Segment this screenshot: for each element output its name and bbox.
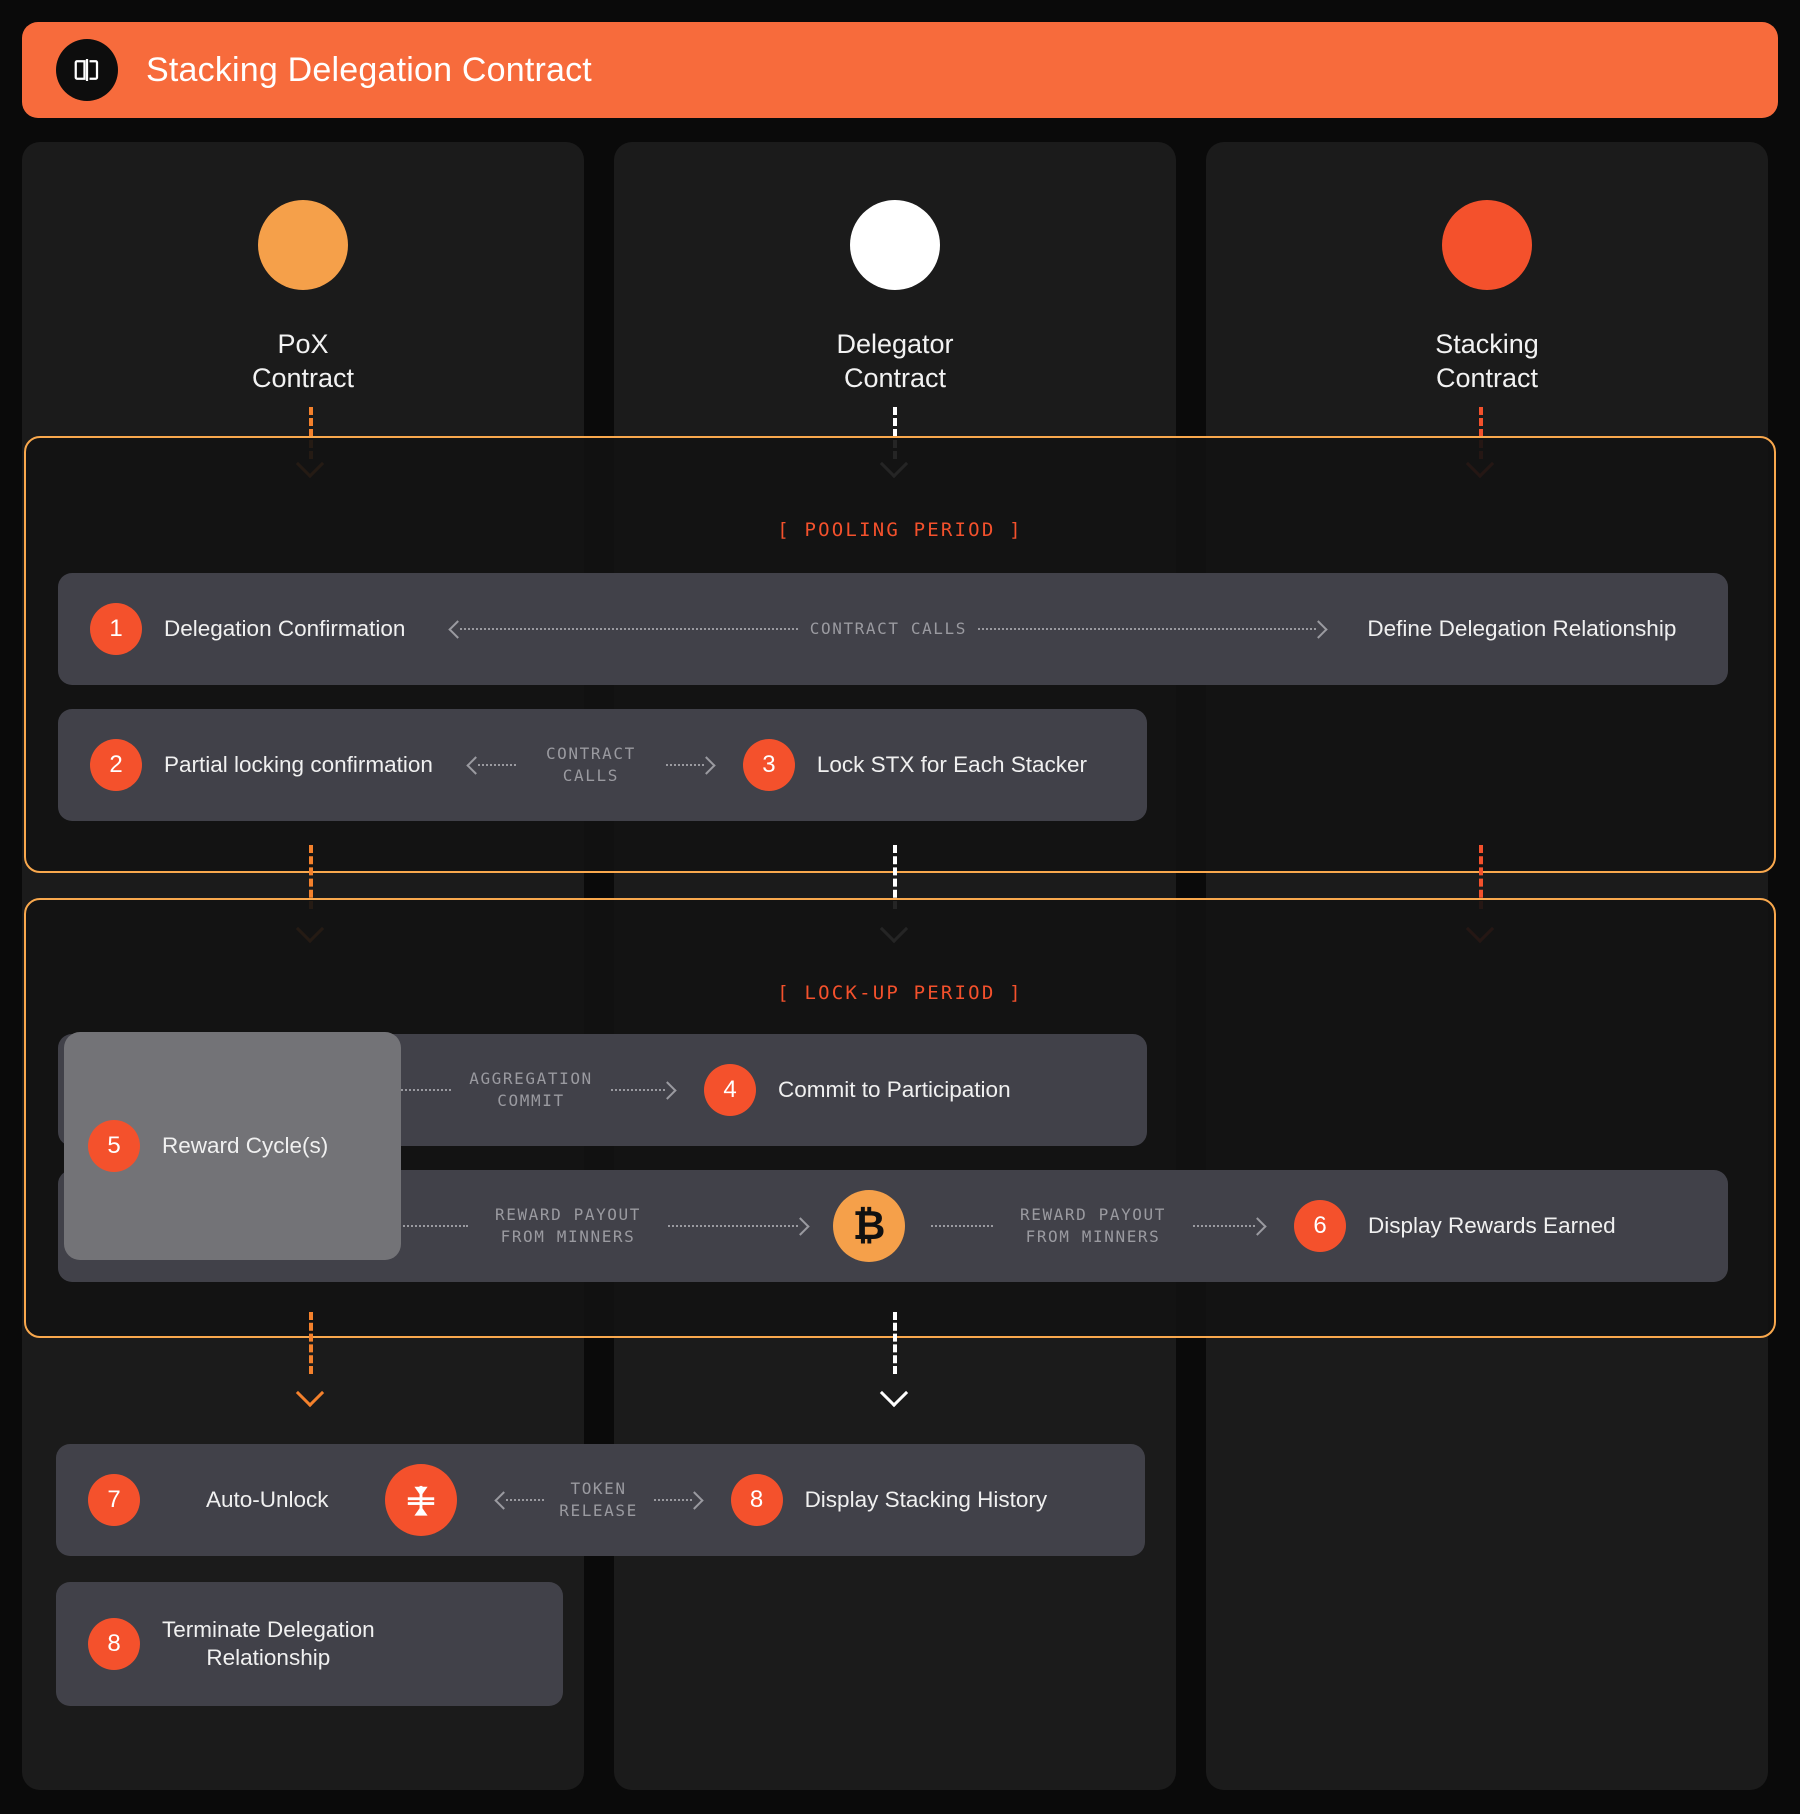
chevron-right-icon (697, 755, 716, 775)
step-row-8[interactable]: 8 Terminate Delegation Relationship (56, 1582, 563, 1706)
step-badge-1: 1 (90, 603, 142, 655)
lifeline-pox-c (309, 1312, 313, 1374)
step-badge-8-history: 8 (730, 1474, 783, 1526)
stacks-stx-icon (384, 1464, 457, 1536)
chevron-left-icon (466, 755, 485, 775)
step-label-partial-locking-confirmation: Partial locking confirmation (164, 751, 433, 777)
step-badge-3: 3 (742, 739, 795, 791)
chevron-right-icon (791, 1216, 810, 1236)
lifeline-delegator-c (893, 1312, 897, 1374)
connector-contract-calls-1: CONTRACT CALLS (448, 618, 1329, 640)
dotted-line (397, 1089, 451, 1091)
dotted-line (388, 1225, 468, 1227)
connector-reward-payout-left: REWARD PAYOUT FROM MINNERS (388, 1204, 810, 1247)
lifeline-delegator-b (893, 845, 897, 909)
phase-pooling-period: [ POOLING PERIOD ] 1 Delegation Confirma… (24, 436, 1776, 873)
column-header-stacking: Stacking Contract (1206, 200, 1768, 396)
column-header-pox: PoX Contract (22, 200, 584, 396)
stacks-glyph (407, 1485, 434, 1516)
step-label-commit-to-participation: Commit to Participation (778, 1076, 1011, 1102)
pox-contract-avatar (258, 200, 348, 290)
connector-contract-calls-2: CONTRACT CALLS (466, 743, 716, 786)
page-title: Stacking Delegation Contract (146, 50, 592, 89)
step-badge-4: 4 (704, 1064, 756, 1116)
step-row-1[interactable]: 1 Delegation Confirmation CONTRACT CALLS… (58, 573, 1728, 685)
step-label-display-stacking-history: Display Stacking History (804, 1486, 1048, 1512)
step-label-reward-cycles: Reward Cycle(s) (162, 1132, 329, 1158)
connector-label-contract-calls-1: CONTRACT CALLS (809, 619, 968, 639)
chevron-left-icon (493, 1490, 513, 1510)
chevron-right-icon (1309, 619, 1329, 639)
chevron-right-icon (684, 1490, 704, 1510)
lifeline-stacking-b (1479, 845, 1483, 909)
step-badge-8-terminate: 8 (88, 1618, 140, 1670)
step-label-delegation-confirmation: Delegation Confirmation (164, 615, 406, 641)
step-label-lock-stx-for-each-stacker: Lock STX for Each Stacker (816, 751, 1087, 777)
step-row-7[interactable]: 7 Auto-Unlock TOKEN RELEASE 8 Display St… (56, 1444, 1145, 1556)
page-header: Stacking Delegation Contract (22, 22, 1778, 118)
step-row-5-reward-cycles[interactable]: 5 Reward Cycle(s) (64, 1032, 401, 1260)
connector-label-token-release: TOKEN RELEASE (559, 1479, 638, 1520)
dotted-line (978, 628, 1317, 630)
step-label-define-delegation-relationship: Define Delegation Relationship (1367, 615, 1677, 641)
lifeline-delegator-a (893, 407, 897, 459)
lifeline-stacking-a (1479, 407, 1483, 459)
dotted-line (460, 628, 799, 630)
step-label-terminate-delegation-relationship: Terminate Delegation Relationship (162, 1616, 375, 1670)
connector-token-release: TOKEN RELEASE (493, 1478, 704, 1521)
step-badge-6: 6 (1294, 1200, 1346, 1252)
connector-label-aggregation-commit: AGGREGATION COMMIT (469, 1069, 593, 1110)
step-label-auto-unlock: Auto-Unlock (206, 1486, 329, 1512)
chevron-right-icon (658, 1080, 677, 1100)
chevron-left-icon (448, 619, 468, 639)
dotted-line (611, 1089, 665, 1091)
column-header-delegator: Delegator Contract (614, 200, 1176, 396)
chevron-right-icon (1248, 1216, 1267, 1236)
dotted-line (505, 1499, 544, 1501)
column-title-pox: PoX Contract (251, 329, 355, 393)
step-row-2[interactable]: 2 Partial locking confirmation CONTRACT … (58, 709, 1147, 821)
stacking-contract-avatar (1442, 200, 1532, 290)
bitcoin-glyph: ₿ (852, 1203, 886, 1249)
column-title-stacking: Stacking Contract (1435, 329, 1539, 393)
connector-reward-payout-right: REWARD PAYOUT FROM MINNERS (931, 1204, 1267, 1247)
connector-aggregation-commit: AGGREGATION COMMIT (385, 1068, 677, 1111)
bitcoin-icon: ₿ (833, 1190, 905, 1262)
contract-split-icon (56, 39, 118, 101)
connector-label-reward-payout-right: REWARD PAYOUT FROM MINNERS (1019, 1205, 1167, 1246)
lifeline-pox-b (309, 845, 313, 909)
dotted-line (931, 1225, 993, 1227)
dotted-line (1193, 1225, 1255, 1227)
step-badge-5: 5 (88, 1120, 140, 1172)
phase-label-pooling: [ POOLING PERIOD ] (777, 519, 1023, 541)
connector-label-contract-calls-2: CONTRACT CALLS (545, 744, 636, 785)
connector-label-reward-payout-left: REWARD PAYOUT FROM MINNERS (494, 1205, 642, 1246)
dotted-line (665, 764, 704, 766)
lifeline-pox-a (309, 407, 313, 459)
step-badge-2: 2 (90, 739, 142, 791)
step-label-display-rewards-earned: Display Rewards Earned (1368, 1212, 1616, 1238)
dotted-line (477, 764, 516, 766)
dotted-line (668, 1225, 798, 1227)
dotted-line (653, 1499, 692, 1501)
delegator-contract-avatar (850, 200, 940, 290)
column-title-delegator: Delegator Contract (836, 329, 954, 393)
phase-label-lockup: [ LOCK-UP PERIOD ] (777, 982, 1023, 1004)
step-badge-7: 7 (88, 1474, 140, 1526)
